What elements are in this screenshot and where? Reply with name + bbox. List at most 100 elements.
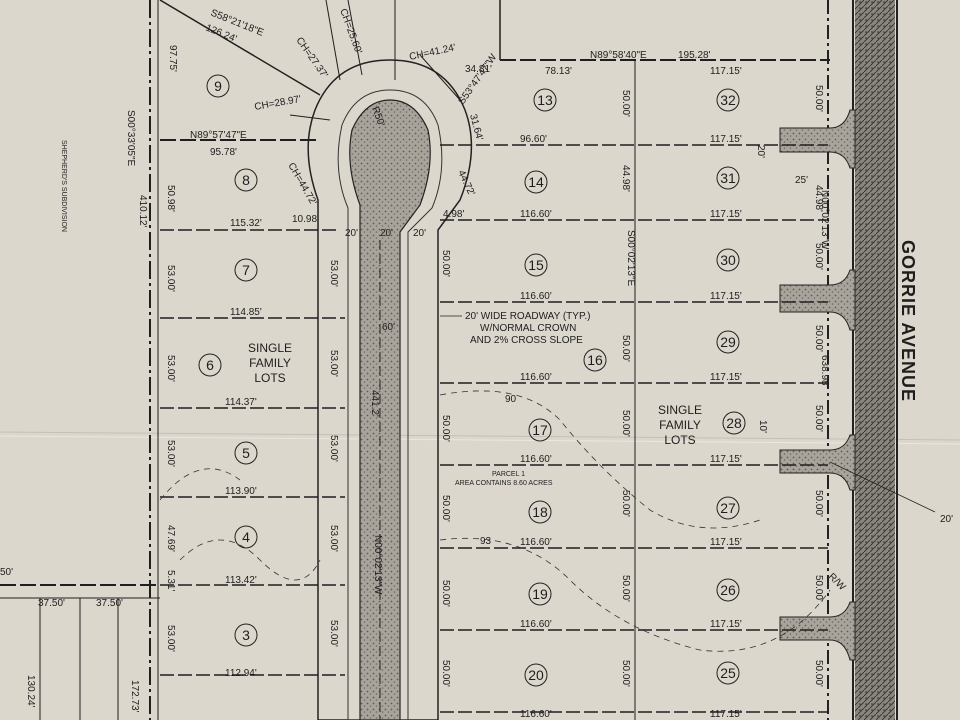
right-lot-numbers: 32 31 30 29 28 27 26 25	[716, 88, 746, 685]
svg-text:28: 28	[726, 415, 742, 431]
svg-text:50.00': 50.00'	[620, 575, 631, 602]
lot-7: 7	[234, 258, 258, 282]
driveways	[779, 109, 856, 661]
svg-text:117.15': 117.15'	[710, 372, 742, 383]
svg-text:20': 20'	[380, 228, 393, 239]
lot-31: 31	[716, 166, 740, 190]
lot-25: 25	[716, 661, 740, 685]
single-family-note-left: SINGLE FAMILY LOTS	[248, 341, 292, 385]
svg-text:50.00': 50.00'	[813, 325, 824, 352]
svg-text:53.00': 53.00'	[165, 625, 176, 652]
lot-5: 5	[234, 441, 258, 465]
svg-text:50.00': 50.00'	[620, 660, 631, 687]
lot-4: 4	[234, 525, 258, 549]
svg-text:30: 30	[720, 252, 736, 268]
svg-text:117.15': 117.15'	[710, 291, 742, 302]
svg-text:32: 32	[720, 92, 736, 108]
svg-text:13: 13	[537, 92, 553, 108]
svg-text:195.28': 195.28'	[678, 50, 711, 61]
svg-text:117.15': 117.15'	[710, 454, 742, 465]
left-lot-depths: 50.98' 53.00' 53.00' 53.00' 47.69' 53.00…	[165, 185, 339, 652]
svg-text:50.00': 50.00'	[620, 335, 631, 362]
callout-line	[829, 461, 936, 513]
svg-text:50.00': 50.00'	[440, 660, 451, 687]
svg-text:50.00': 50.00'	[620, 490, 631, 517]
svg-text:410.12': 410.12'	[137, 195, 148, 228]
svg-text:4: 4	[242, 529, 250, 545]
svg-text:60': 60'	[382, 322, 395, 333]
lot-29: 29	[716, 330, 740, 354]
center-right-depths: 50.00' 44.98' 50.00' 50.00' 50.00' 50.00…	[440, 85, 824, 687]
svg-text:R/W: R/W	[826, 571, 848, 593]
svg-text:113.42': 113.42'	[225, 575, 257, 586]
svg-text:90: 90	[505, 394, 517, 405]
lot-8: 8	[234, 168, 258, 192]
svg-text:441.2': 441.2'	[369, 390, 380, 417]
svg-text:15: 15	[528, 257, 544, 273]
center-lot-numbers: 13 14 15 16 17 18 19 20	[524, 88, 607, 687]
svg-text:47.69': 47.69'	[165, 525, 176, 552]
lot-20: 20	[524, 663, 548, 687]
left-lot-lines	[160, 229, 345, 676]
svg-text:50.98': 50.98'	[165, 185, 176, 212]
svg-text:116.60': 116.60'	[520, 291, 552, 302]
svg-text:26: 26	[720, 582, 736, 598]
svg-text:N89°57'47"E: N89°57'47"E	[190, 130, 247, 141]
svg-text:S00°33'05"E: S00°33'05"E	[125, 110, 136, 166]
gorrie-avenue-strip	[827, 0, 898, 720]
svg-text:50.00': 50.00'	[440, 495, 451, 522]
svg-text:50.00': 50.00'	[813, 490, 824, 517]
svg-text:FAMILY: FAMILY	[659, 418, 701, 432]
svg-text:78.13': 78.13'	[545, 66, 572, 77]
svg-text:AREA CONTAINS 8.60 ACRES: AREA CONTAINS 8.60 ACRES	[455, 480, 553, 487]
svg-text:10.98': 10.98'	[292, 214, 319, 225]
svg-text:9: 9	[214, 78, 222, 94]
svg-text:50.00': 50.00'	[813, 243, 824, 270]
lot-14: 14	[524, 170, 548, 194]
svg-text:50.00': 50.00'	[813, 405, 824, 432]
svg-text:116.60': 116.60'	[520, 619, 552, 630]
lot-15: 15	[524, 253, 548, 277]
svg-text:5: 5	[242, 445, 250, 461]
svg-text:97.75': 97.75'	[167, 45, 178, 72]
roadway-note: 20' WIDE ROADWAY (TYP.) W/NORMAL CROWN A…	[440, 311, 590, 346]
svg-text:20': 20'	[940, 514, 953, 525]
svg-text:638.98': 638.98'	[819, 355, 830, 388]
svg-text:3: 3	[242, 627, 250, 643]
svg-text:N00°02'13"W: N00°02'13"W	[819, 190, 830, 250]
svg-text:172.73': 172.73'	[129, 680, 140, 713]
svg-text:50.00': 50.00'	[620, 410, 631, 437]
svg-text:117.15': 117.15'	[710, 709, 742, 720]
svg-text:50': 50'	[0, 567, 13, 578]
svg-text:44.98': 44.98'	[813, 185, 824, 212]
right-lot-lines	[440, 60, 828, 720]
svg-text:53.00': 53.00'	[328, 620, 339, 647]
lot-9: 9	[206, 74, 230, 98]
svg-text:116.60': 116.60'	[520, 537, 552, 548]
svg-text:37.50': 37.50'	[38, 598, 65, 609]
svg-text:17: 17	[532, 422, 548, 438]
svg-text:PARCEL 1: PARCEL 1	[492, 471, 525, 478]
svg-text:44.98': 44.98'	[620, 165, 631, 192]
cul-de-sac-road	[307, 59, 473, 720]
svg-text:114.37': 114.37'	[225, 397, 257, 408]
svg-text:S53°47'47"W: S53°47'47"W	[456, 52, 499, 107]
svg-text:53.00': 53.00'	[165, 265, 176, 292]
svg-text:95.78': 95.78'	[210, 147, 237, 158]
svg-text:SINGLE: SINGLE	[658, 403, 702, 417]
svg-text:LOTS: LOTS	[664, 433, 695, 447]
svg-text:10': 10'	[757, 420, 768, 433]
svg-text:117.15': 117.15'	[710, 619, 742, 630]
svg-text:29: 29	[720, 334, 736, 350]
svg-text:53.00': 53.00'	[328, 260, 339, 287]
svg-text:14: 14	[528, 174, 544, 190]
svg-text:31: 31	[720, 170, 736, 186]
svg-text:44.72': 44.72'	[455, 169, 476, 198]
left-lot-widths: 115.32' 114.85' 114.37' 113.90' 113.42' …	[225, 218, 262, 679]
lot-17: 17	[528, 418, 552, 442]
lot-3: 3	[234, 623, 258, 647]
svg-text:117.15': 117.15'	[710, 537, 742, 548]
side-note: SHEPHERD'S SUBDIVISION	[60, 140, 67, 232]
svg-text:SINGLE: SINGLE	[248, 341, 292, 355]
svg-text:50.00': 50.00'	[440, 580, 451, 607]
